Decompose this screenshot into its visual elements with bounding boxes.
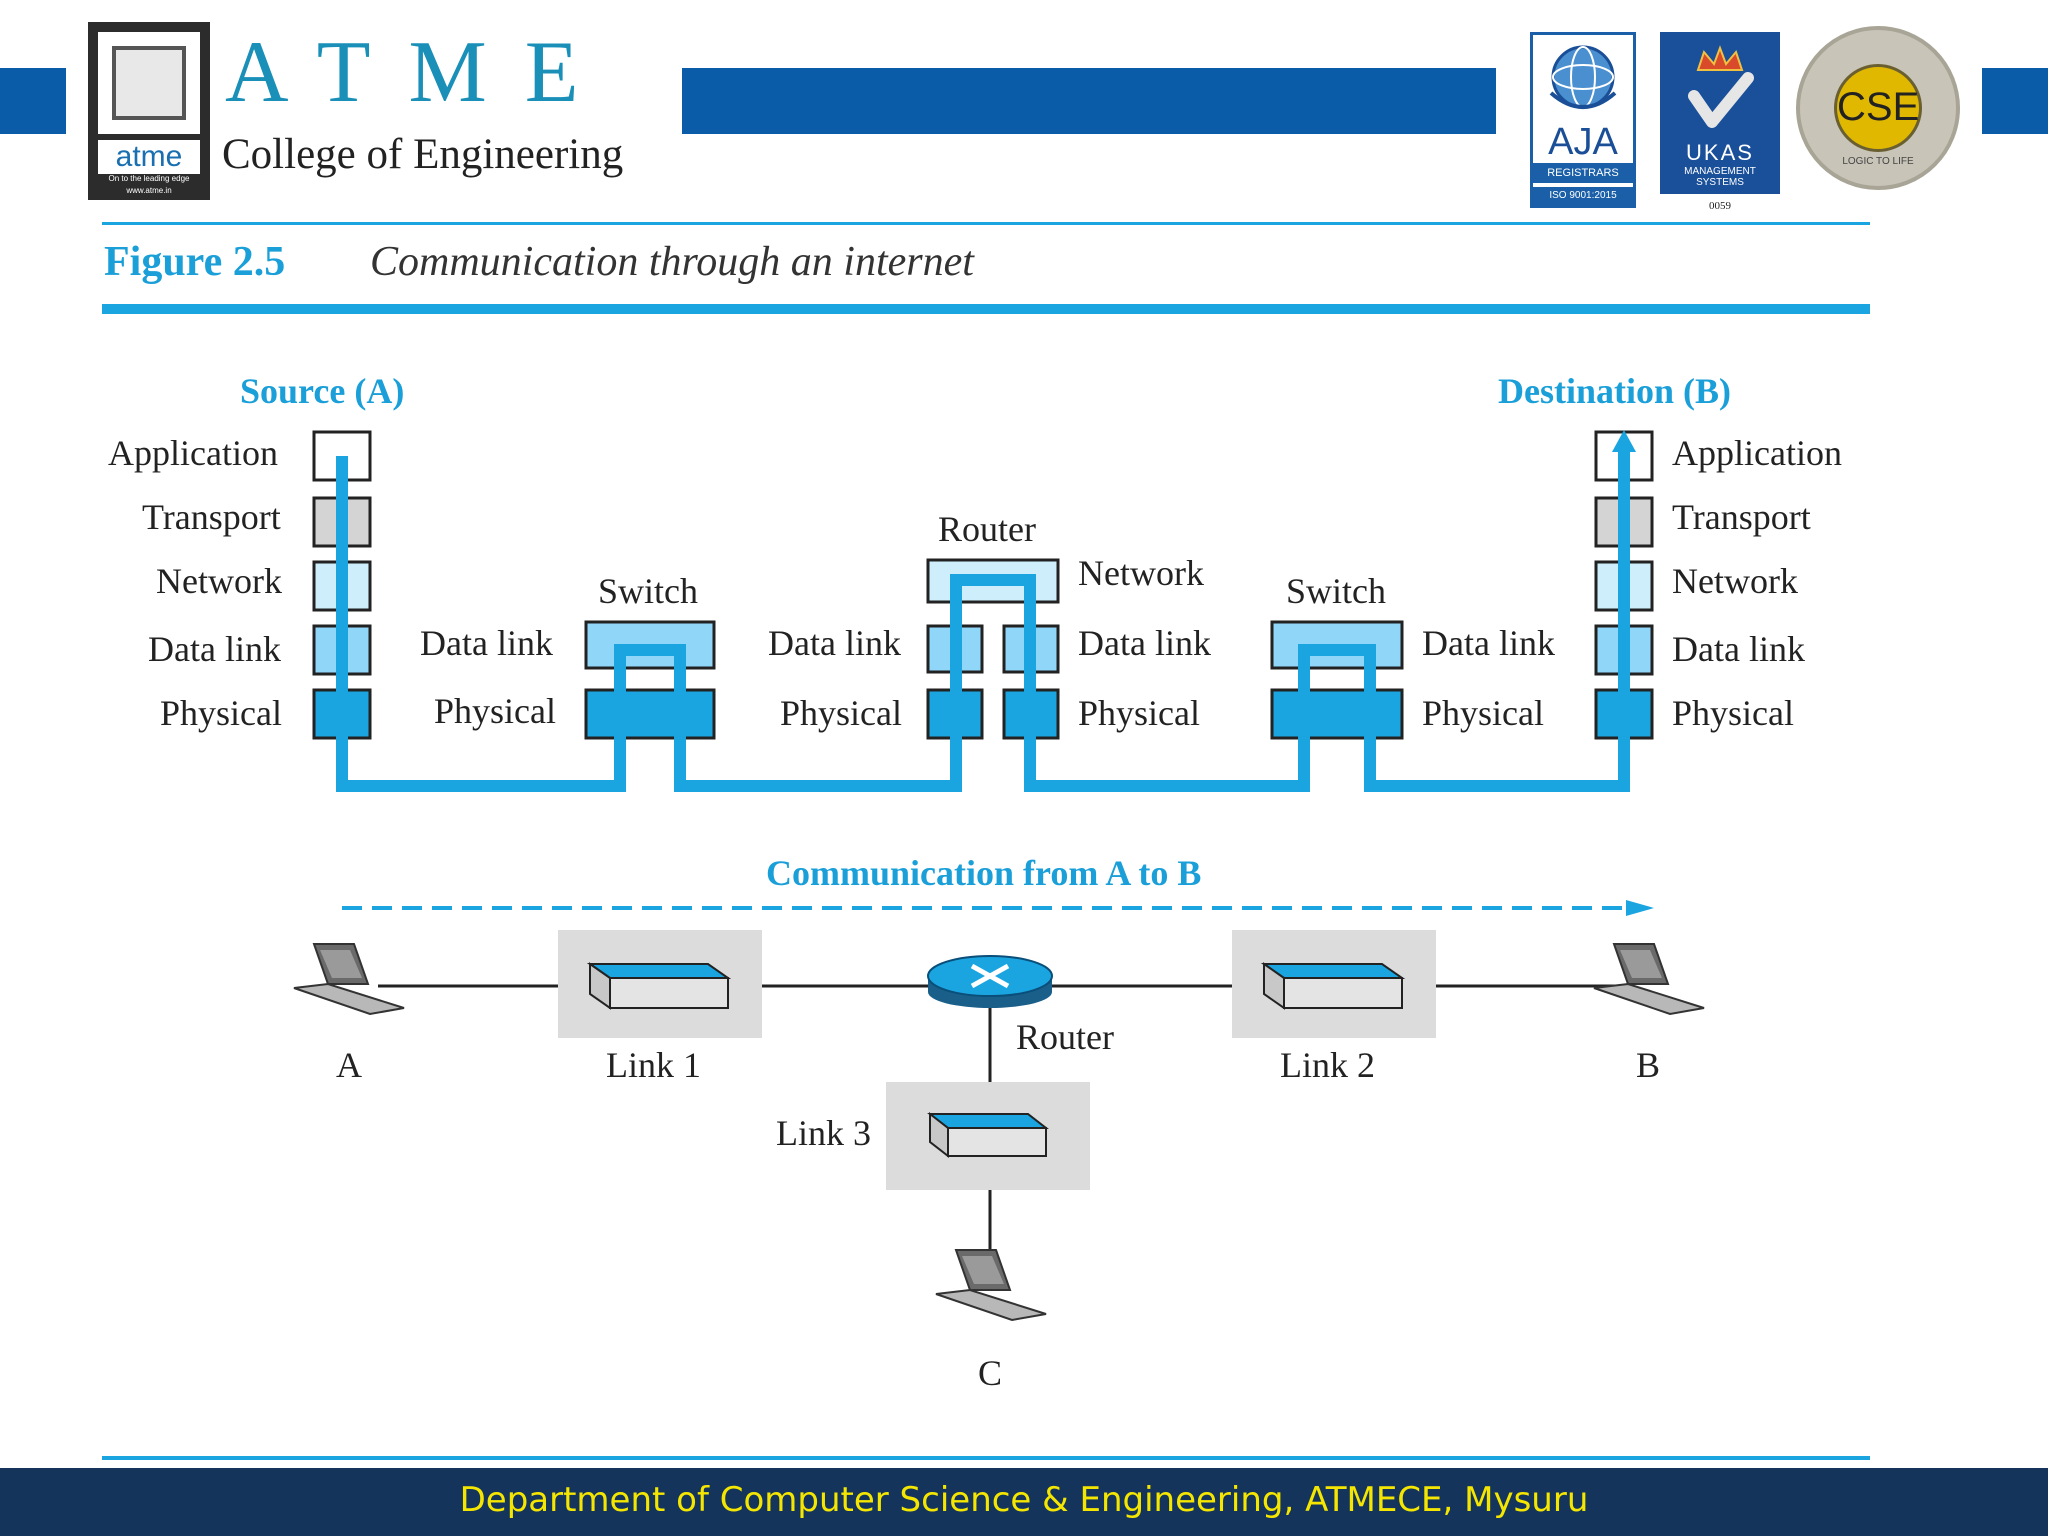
link2-label: Link 2 bbox=[1280, 1045, 1375, 1085]
aja-text: AJA bbox=[1548, 121, 1618, 163]
dest-layer-network: Network bbox=[1672, 561, 1798, 601]
iso-text: ISO 9001:2015 bbox=[1533, 187, 1633, 205]
source-layer-transport: Transport bbox=[142, 497, 281, 537]
laptop-c-icon bbox=[935, 1249, 1047, 1322]
ukas-badge: UKAS MANAGEMENT SYSTEMS bbox=[1660, 32, 1780, 194]
router-topology-label: Router bbox=[1016, 1017, 1114, 1057]
dest-layer-transport: Transport bbox=[1672, 497, 1811, 537]
ukas-text: UKAS bbox=[1686, 140, 1754, 165]
figure-title: Communication through an internet bbox=[370, 239, 974, 285]
router-network-label: Network bbox=[1078, 553, 1204, 593]
footer-bar bbox=[0, 1468, 2048, 1536]
switch2-physical-box bbox=[1270, 688, 1404, 740]
footer-rule bbox=[102, 1456, 1870, 1460]
switch1-datalink-label: Data link bbox=[420, 623, 553, 663]
college-name-letters: ATME bbox=[225, 24, 617, 121]
host-c-label: C bbox=[978, 1353, 1003, 1393]
logo-tagline-text: On to the leading edge bbox=[108, 174, 190, 183]
footer-text: Department of Computer Science & Enginee… bbox=[459, 1480, 1589, 1520]
logo-tagline: On to the leading edge bbox=[92, 174, 206, 183]
destination-arrowhead bbox=[1612, 430, 1636, 452]
router-label: Router bbox=[938, 509, 1036, 549]
switch1-stack bbox=[584, 620, 716, 740]
dest-layer-datalink: Data link bbox=[1672, 629, 1805, 669]
switch2-physical-label: Physical bbox=[1422, 693, 1544, 733]
aja-iso-badge: AJA REGISTRARS ISO 9001:2015 bbox=[1530, 32, 1636, 208]
router-datalink-left-label: Data link bbox=[768, 623, 901, 663]
host-a-label: A bbox=[336, 1045, 362, 1085]
switch2-stack bbox=[1270, 620, 1404, 740]
header-bar-right bbox=[1982, 68, 2048, 134]
header-bar-middle bbox=[682, 68, 1496, 134]
college-name: College of Engineering bbox=[222, 131, 624, 178]
caption-bottom-rule bbox=[102, 304, 1870, 314]
router-physical-right-label: Physical bbox=[1078, 693, 1200, 733]
aja-registrars: REGISTRARS bbox=[1533, 163, 1633, 183]
switch2-label: Switch bbox=[1286, 571, 1387, 611]
ukas-number: 0059 bbox=[1709, 200, 1731, 212]
source-layer-application: Application bbox=[108, 433, 278, 473]
comm-arrowhead bbox=[1626, 900, 1654, 916]
logo-emblem bbox=[98, 32, 200, 134]
link3-label: Link 3 bbox=[776, 1113, 871, 1153]
switch1-physical-label: Physical bbox=[434, 691, 556, 731]
switch2-datalink-label: Data link bbox=[1422, 623, 1555, 663]
switch3-device-icon bbox=[927, 1111, 1049, 1159]
figure-number: Figure 2.5 bbox=[104, 239, 286, 285]
crown-check-icon bbox=[1688, 45, 1754, 128]
laptop-b-icon bbox=[1593, 943, 1705, 1016]
dest-layer-physical: Physical bbox=[1672, 693, 1794, 733]
dest-layer-application: Application bbox=[1672, 433, 1842, 473]
switch1-physical-box bbox=[584, 688, 716, 740]
globe-icon bbox=[1549, 45, 1617, 109]
cse-badge: CSE LOGIC TO LIFE bbox=[1796, 26, 1960, 190]
router-device-icon bbox=[927, 955, 1053, 1008]
link1-label: Link 1 bbox=[606, 1045, 701, 1085]
data-path bbox=[336, 446, 1630, 792]
source-title: Source (A) bbox=[240, 371, 405, 411]
logo-url: www.atme.in bbox=[126, 186, 172, 195]
logo-square-icon bbox=[112, 46, 186, 120]
laptop-a-icon bbox=[293, 943, 405, 1016]
host-b-label: B bbox=[1636, 1045, 1661, 1085]
comm-label: Communication from A to B bbox=[766, 853, 1202, 893]
router-physical-left-label: Physical bbox=[780, 693, 902, 733]
source-layer-physical: Physical bbox=[160, 693, 282, 733]
source-layer-datalink: Data link bbox=[148, 629, 281, 669]
router-datalink-right-label: Data link bbox=[1078, 623, 1211, 663]
destination-title: Destination (B) bbox=[1498, 371, 1731, 411]
switch1-label: Switch bbox=[598, 571, 699, 611]
switch2-device-icon bbox=[1260, 962, 1406, 1010]
logo-text: atme bbox=[98, 140, 200, 174]
source-layer-network: Network bbox=[156, 561, 282, 601]
ukas-subtext: MANAGEMENT SYSTEMS bbox=[1684, 166, 1756, 188]
header-bar-left bbox=[0, 68, 66, 134]
router-stack bbox=[926, 558, 1060, 740]
college-logo: atme On to the leading edge www.atme.in bbox=[88, 22, 210, 200]
switch1-device-icon bbox=[586, 962, 732, 1010]
caption-top-rule bbox=[102, 222, 1870, 225]
cse-ring-text: LOGIC TO LIFE bbox=[1842, 156, 1914, 167]
switch1-datalink-box bbox=[584, 620, 716, 670]
cse-text: CSE bbox=[1834, 64, 1922, 152]
